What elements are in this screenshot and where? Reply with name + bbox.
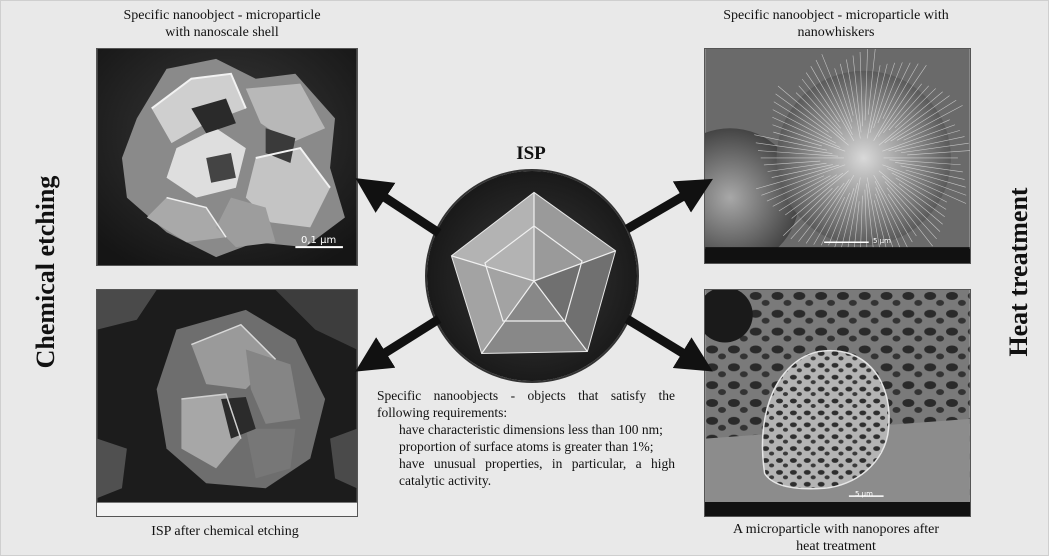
sem-info-bar [705, 502, 970, 516]
sem-image-nanoscale-shell: 0,1 μm [96, 48, 358, 266]
caption-top-left-line2: with nanoscale shell [97, 24, 347, 41]
scale-bar-label: 0,1 μm [301, 235, 336, 246]
caption-top-left: Specific nanoobject - microparticle with… [97, 7, 347, 41]
definition-intro: Specific nanoobjects - objects that sati… [377, 387, 675, 421]
scale-bar-label: 5 μm [873, 237, 891, 245]
sem-micrograph-nanopores-icon [705, 290, 970, 516]
sem-micrograph-isp-pentagonal-icon [427, 171, 639, 383]
requirements-list: have characteristic dimensions less than… [399, 421, 675, 489]
sem-image-nanopores: 5 μm [704, 289, 971, 517]
sem-image-isp [425, 169, 639, 383]
sem-info-bar [705, 249, 970, 263]
sem-info-bar [97, 502, 357, 516]
caption-top-right-line1: Specific nanoobject - microparticle with [701, 7, 971, 24]
sem-micrograph-shell-icon [97, 49, 357, 265]
caption-bottom-left: ISP after chemical etching [97, 523, 353, 540]
requirement-item: have unusual properties, in particular, … [399, 455, 675, 489]
arrow-to-bottom-left [369, 319, 439, 363]
caption-bottom-right-line1: A microparticle with nanopores after [701, 521, 971, 538]
arrow-to-top-left [369, 187, 439, 233]
sem-micrograph-nanowhiskers-icon [705, 49, 970, 263]
caption-top-right-line2: nanowhiskers [701, 24, 971, 41]
caption-top-right: Specific nanoobject - microparticle with… [701, 7, 971, 41]
side-label-heat-treatment: Heat treatment [1004, 162, 1034, 382]
requirement-item: have characteristic dimensions less than… [399, 421, 675, 438]
caption-top-left-line1: Specific nanoobject - microparticle [97, 7, 347, 24]
sem-image-chemical-etching [96, 289, 358, 517]
definition-block: Specific nanoobjects - objects that sati… [377, 387, 675, 489]
center-title-isp: ISP [501, 143, 561, 165]
requirement-item: proportion of surface atoms is greater t… [399, 438, 675, 455]
caption-bottom-right: A microparticle with nanopores after hea… [701, 521, 971, 555]
arrow-to-bottom-right [627, 319, 699, 363]
side-label-chemical-etching: Chemical etching [31, 162, 61, 382]
scale-bar-label: 5 μm [855, 490, 873, 498]
sem-image-nanowhiskers: 5 μm [704, 48, 971, 264]
arrow-to-top-right [627, 187, 699, 229]
caption-bottom-right-line2: heat treatment [701, 538, 971, 555]
sem-micrograph-etched-icon [97, 290, 357, 516]
